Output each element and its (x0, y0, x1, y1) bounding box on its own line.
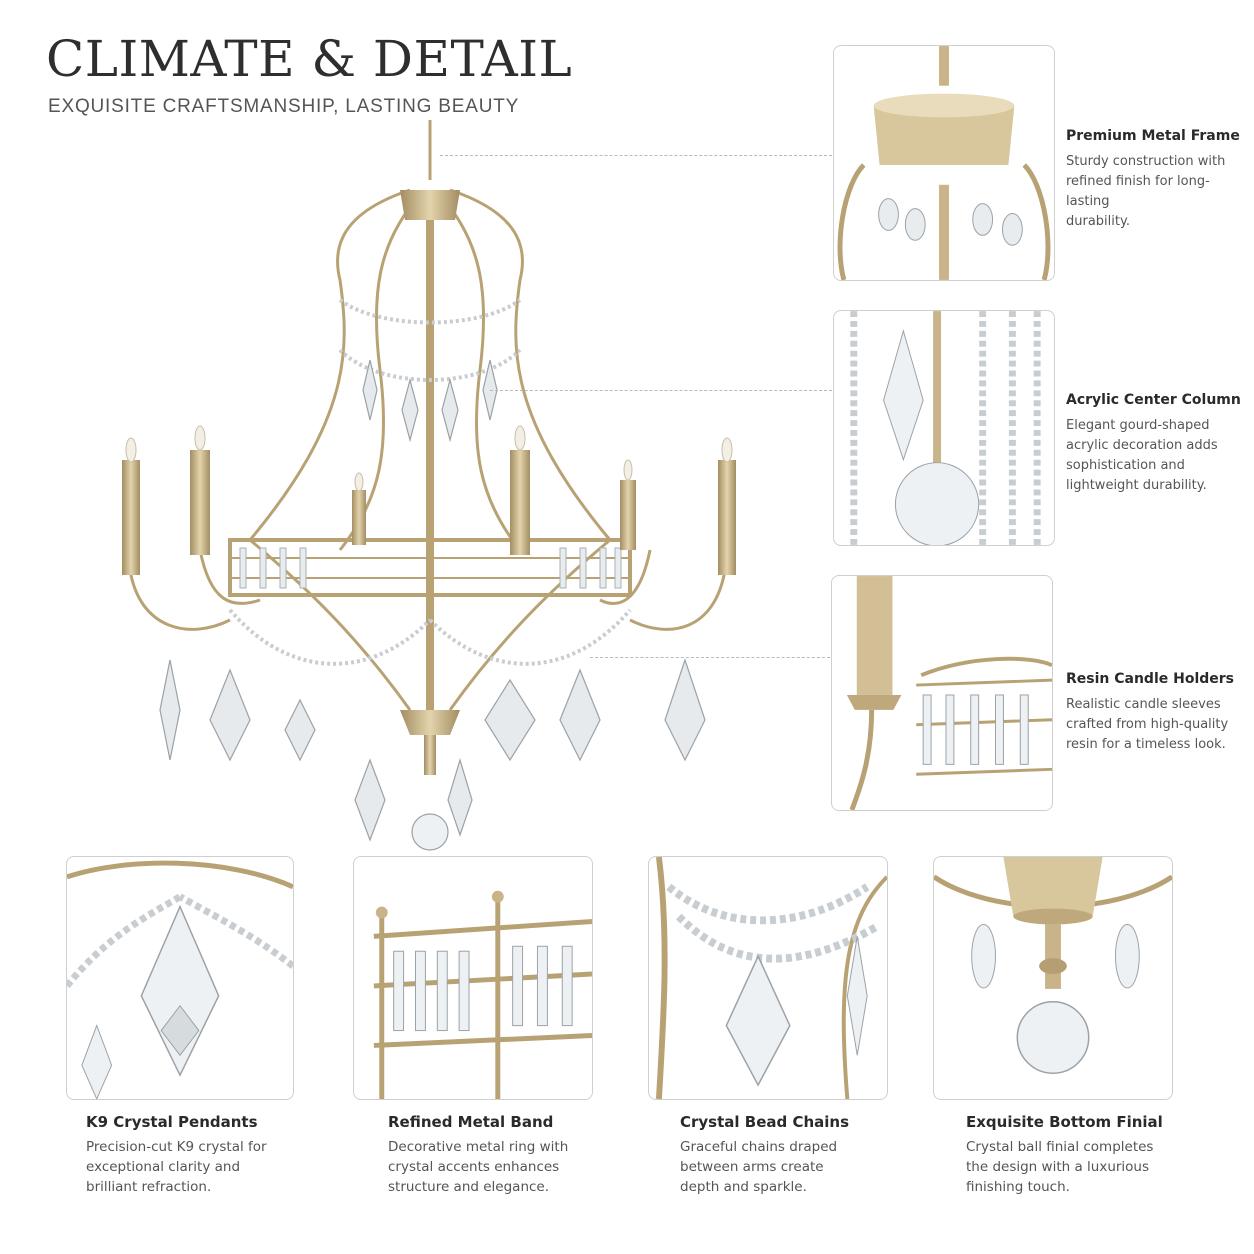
caption-crystal-pendants: K9 Crystal Pendants Precision-cut K9 cry… (86, 1113, 296, 1197)
caption-bottom-finial: Exquisite Bottom Finial Crystal ball fin… (966, 1113, 1181, 1197)
caption-description: Realistic candle sleeves crafted from hi… (1066, 695, 1251, 755)
detail-panel-candle-holders (831, 575, 1053, 811)
caption-metal-frame: Premium Metal Frame Sturdy construction … (1066, 128, 1251, 232)
leader-line-candle (590, 657, 830, 658)
caption-title: Crystal Bead Chains (680, 1113, 850, 1131)
chandelier-image (110, 120, 770, 860)
caption-description: Precision-cut K9 crystal for exceptional… (86, 1137, 296, 1197)
caption-description: Graceful chains draped between arms crea… (680, 1137, 890, 1197)
detail-panel-metal-frame (833, 45, 1055, 281)
page-subtitle: EXQUISITE CRAFTSMANSHIP, LASTING BEAUTY (48, 96, 520, 117)
detail-panel-bead-chains (648, 856, 888, 1100)
caption-center-column: Acrylic Center Column Elegant gourd-shap… (1066, 392, 1251, 496)
caption-line: Precision-cut K9 crystal for (86, 1139, 267, 1155)
caption-line: lightweight durability. (1066, 478, 1207, 493)
caption-title: Refined Metal Band (388, 1113, 554, 1131)
detail-panel-center-column (833, 310, 1055, 546)
caption-line: sophistication and (1066, 458, 1185, 473)
caption-description: Sturdy construction with refined finish … (1066, 152, 1251, 232)
caption-line: depth and sparkle. (680, 1179, 807, 1195)
caption-line: acrylic decoration adds (1066, 438, 1218, 453)
caption-description: Elegant gourd-shaped acrylic decoration … (1066, 416, 1251, 496)
leader-line-frame (440, 155, 832, 156)
caption-line: Crystal ball finial completes (966, 1139, 1154, 1155)
caption-line: crystal accents enhances (388, 1159, 560, 1175)
caption-line: Realistic candle sleeves (1066, 697, 1221, 712)
caption-line: structure and elegance. (388, 1179, 550, 1195)
caption-line: resin for a timeless look. (1066, 737, 1226, 752)
caption-line: crafted from high-quality (1066, 717, 1229, 732)
page-title: CLIMATE & DETAIL (46, 30, 573, 88)
caption-line: Graceful chains draped (680, 1139, 838, 1155)
caption-title: Resin Candle Holders (1066, 671, 1235, 687)
caption-line: durability. (1066, 214, 1130, 229)
caption-title: Acrylic Center Column (1066, 392, 1241, 408)
caption-title: Premium Metal Frame (1066, 128, 1240, 144)
caption-description: Crystal ball finial completes the design… (966, 1137, 1181, 1197)
caption-line: Elegant gourd-shaped (1066, 418, 1210, 433)
caption-line: Decorative metal ring with (388, 1139, 569, 1155)
caption-title: K9 Crystal Pendants (86, 1113, 258, 1131)
caption-description: Decorative metal ring with crystal accen… (388, 1137, 598, 1197)
caption-line: Sturdy construction with (1066, 154, 1226, 169)
caption-line: finishing touch. (966, 1179, 1070, 1195)
caption-line: exceptional clarity and (86, 1159, 241, 1175)
caption-line: the design with a luxurious (966, 1159, 1150, 1175)
caption-bead-chains: Crystal Bead Chains Graceful chains drap… (680, 1113, 890, 1197)
caption-metal-band: Refined Metal Band Decorative metal ring… (388, 1113, 598, 1197)
caption-candle-holders: Resin Candle Holders Realistic candle sl… (1066, 671, 1251, 755)
leader-line-column (490, 390, 832, 391)
detail-panel-bottom-finial (933, 856, 1173, 1100)
detail-panel-crystal-pendants (66, 856, 294, 1100)
detail-panel-metal-band (353, 856, 593, 1100)
caption-line: brilliant refraction. (86, 1179, 212, 1195)
caption-line: refined finish for long-lasting (1066, 174, 1210, 209)
caption-line: between arms create (680, 1159, 824, 1175)
caption-title: Exquisite Bottom Finial (966, 1113, 1163, 1131)
